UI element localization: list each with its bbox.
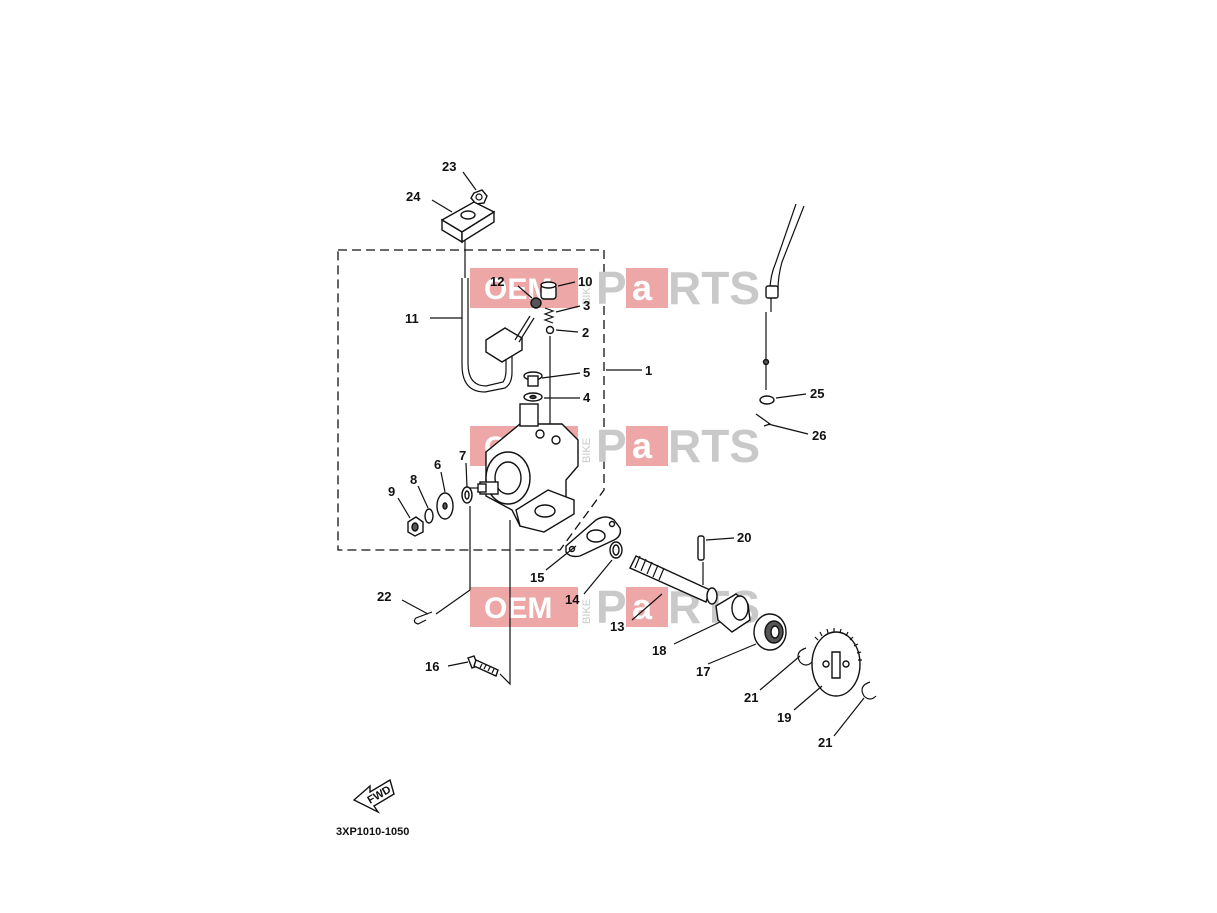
callout-23: 23 [442,159,456,174]
callout-15: 15 [530,570,544,585]
callout-16: 16 [425,659,439,674]
part-9-nut [407,516,424,537]
pump-body [470,403,579,533]
part-7-oil-seal [461,486,473,504]
part-23-nut [470,189,488,205]
svg-text:BIKE: BIKE [581,280,593,305]
part-25-washer [759,395,775,405]
callout-20: 20 [737,530,751,545]
part-24-cover [440,201,496,244]
svg-text:P: P [596,262,627,314]
callout-3: 3 [583,298,590,313]
diagram-code: 3XP1010-1050 [336,826,409,838]
callout-2: 2 [582,325,589,340]
callout-21-b: 21 [818,735,832,750]
callout-4: 4 [583,390,591,405]
svg-text:a: a [632,425,653,466]
callout-9: 9 [388,484,395,499]
svg-text:P: P [596,581,627,633]
part-20-pin [697,535,705,561]
leader-lines [397,171,865,737]
part-21-circlip-a [797,647,813,666]
part-2-ball [545,325,555,335]
callout-7: 7 [459,448,466,463]
oil-pump-cable [762,203,805,390]
part-17-bearing [753,613,787,651]
watermark-1: OEM BIKE P a RTS [470,262,760,314]
part-3-spring [543,307,555,324]
part-16-bolt [467,655,499,677]
callout-24: 24 [406,189,421,204]
part-18-collar [715,593,751,633]
callout-25: 25 [810,386,824,401]
callout-11: 11 [405,311,419,326]
svg-text:RTS: RTS [668,420,760,472]
part-5-bolt [523,371,543,387]
svg-text:P: P [596,420,627,472]
part-21-circlip-b [861,681,877,700]
svg-text:BIKE: BIKE [581,438,593,463]
callout-26: 26 [812,428,826,443]
svg-text:OEM: OEM [484,592,552,625]
callout-5: 5 [583,365,590,380]
callout-19: 19 [777,710,791,725]
svg-text:RTS: RTS [668,262,760,314]
part-13-drive-shaft [629,555,718,605]
svg-text:a: a [632,586,653,627]
part-22-clip [413,611,433,625]
svg-text:BIKE: BIKE [581,599,593,624]
callout-8: 8 [410,472,417,487]
fwd-direction-arrow: FWD [352,778,395,814]
part-11-oil-pipe [461,278,535,393]
part-12-ball [530,297,542,309]
svg-text:a: a [632,267,653,308]
part-6-washer [436,492,454,520]
callout-13: 13 [610,619,624,634]
callout-22: 22 [377,589,391,604]
callout-12: 12 [490,274,504,289]
part-8-spring-washer [424,508,434,524]
callout-6: 6 [434,457,441,472]
callout-18: 18 [652,643,666,658]
part-19-gear [811,628,862,697]
callout-10: 10 [578,274,592,289]
callout-21-a: 21 [744,690,758,705]
callout-14: 14 [565,592,580,607]
callout-17: 17 [696,664,710,679]
part-4-washer [523,392,543,402]
part-15-gasket [565,516,622,558]
part-10-plug [540,281,557,300]
part-14-o-ring [609,541,623,559]
callout-1: 1 [645,363,652,378]
